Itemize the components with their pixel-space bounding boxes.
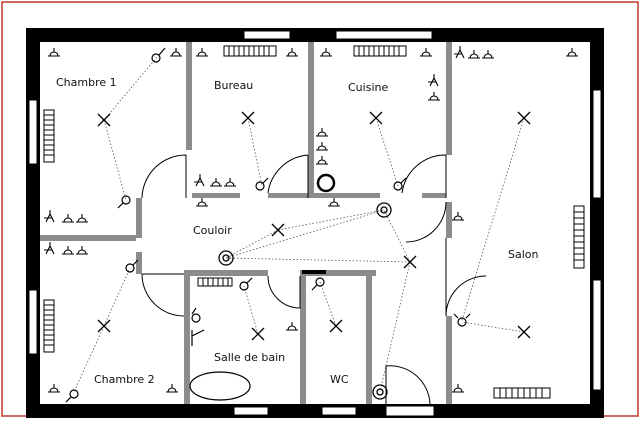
socket-icon	[48, 48, 578, 393]
window-icon	[28, 30, 602, 417]
room-label-chambre-1: Chambre 1	[56, 76, 117, 89]
room-label-chambre-2: Chambre 2	[94, 373, 155, 386]
radiator-fins	[44, 46, 584, 398]
wc-window	[302, 270, 326, 274]
interior-walls	[40, 42, 452, 404]
room-label-bureau: Bureau	[214, 79, 254, 92]
radiator-icon	[43, 45, 585, 399]
bathtub	[189, 371, 251, 401]
room-label-salon: Salon	[508, 248, 539, 261]
switch-icon	[65, 47, 471, 403]
wiring	[73, 55, 525, 393]
page-frame	[1, 1, 639, 417]
push-button-icon	[218, 173, 392, 400]
door-swing-icon	[141, 154, 487, 405]
towel-dryer	[191, 329, 205, 346]
room-label-salle-de-bain: Salle de bain	[214, 351, 286, 364]
room-label-couloir: Couloir	[193, 224, 232, 237]
room-label-cuisine: Cuisine	[348, 81, 389, 94]
socket-group-icon	[44, 46, 494, 255]
room-label-wc: WC	[330, 373, 349, 386]
ceiling-light-icon	[97, 111, 531, 341]
